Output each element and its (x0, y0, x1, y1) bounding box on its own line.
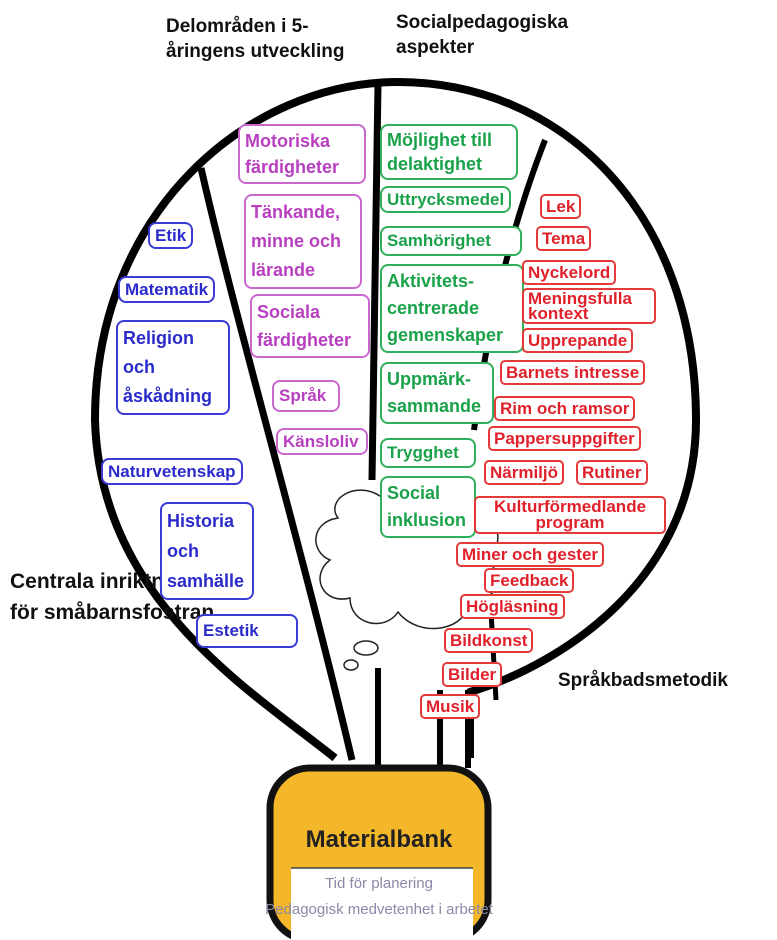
red-item-nyckelord: Nyckelord (522, 260, 616, 285)
pink-item-motoriska: Motoriska färdigheter (238, 124, 366, 184)
green-item-uppmarksammande: Uppmärk-sammande (380, 362, 494, 424)
red-item-bilder: Bilder (442, 662, 502, 687)
red-item-kulturformedlande: Kulturförmedlande program (474, 496, 666, 534)
red-item-rim-och-ramsor: Rim och ramsor (494, 396, 635, 421)
green-item-delaktighet: Möjlighet till delaktighet (380, 124, 518, 180)
red-item-feedback: Feedback (484, 568, 574, 593)
blue-item-etik: Etik (148, 222, 193, 249)
red-item-musik: Musik (420, 694, 480, 719)
blue-item-historia: Historia och samhälle (160, 502, 254, 600)
red-item-meningsfulla: Meningsfulla kontext (522, 288, 656, 324)
material-bank-title: Materialbank (272, 826, 486, 854)
green-item-trygghet: Trygghet (380, 438, 476, 468)
red-item-pappersuppgifter: Pappersuppgifter (488, 426, 641, 451)
blue-item-naturvetenskap: Naturvetenskap (101, 458, 243, 485)
green-item-social-inklusion: Social inklusion (380, 476, 476, 538)
red-item-lek: Lek (540, 194, 581, 219)
heading-language-immersion: Språkbadsmetodik (558, 668, 728, 693)
blue-item-estetik: Estetik (196, 614, 298, 648)
green-item-samhorighet: Samhörighet (380, 226, 522, 256)
green-item-uttrycksmedel: Uttrycksmedel (380, 186, 511, 213)
divider-line-2 (372, 84, 378, 480)
red-item-hoglasning: Högläsning (460, 594, 565, 619)
pink-item-kansloliv: Känsloliv (276, 428, 368, 455)
red-item-rutiner: Rutiner (576, 460, 648, 485)
red-item-upprepande: Upprepande (522, 328, 633, 353)
red-item-barnets-intresse: Barnets intresse (500, 360, 645, 385)
red-item-bildkonst: Bildkonst (444, 628, 533, 653)
green-item-aktivitetscentrerade: Aktivitets-centrerade gemenskaper (380, 264, 524, 353)
red-item-miner-och-gester: Miner och gester (456, 542, 604, 567)
pink-item-sprak: Språk (272, 380, 340, 412)
material-bank-line-2: Pedagogisk medvetenhet i arbetet (222, 901, 536, 918)
material-bank-line-1: Tid för planering (272, 875, 486, 892)
red-item-tema: Tema (536, 226, 591, 251)
blue-item-matematik: Matematik (118, 276, 215, 303)
heading-socialpedagogical: Socialpedagogiska aspekter (396, 10, 596, 60)
pink-item-tankande: Tänkande, minne och lärande (244, 194, 362, 289)
heading-development-areas: Delområden i 5-åringens utveckling (166, 14, 366, 64)
pink-item-sociala: Sociala färdigheter (250, 294, 370, 358)
blue-item-religion: Religion och åskådning (116, 320, 230, 415)
red-item-narmiljo: Närmiljö (484, 460, 564, 485)
